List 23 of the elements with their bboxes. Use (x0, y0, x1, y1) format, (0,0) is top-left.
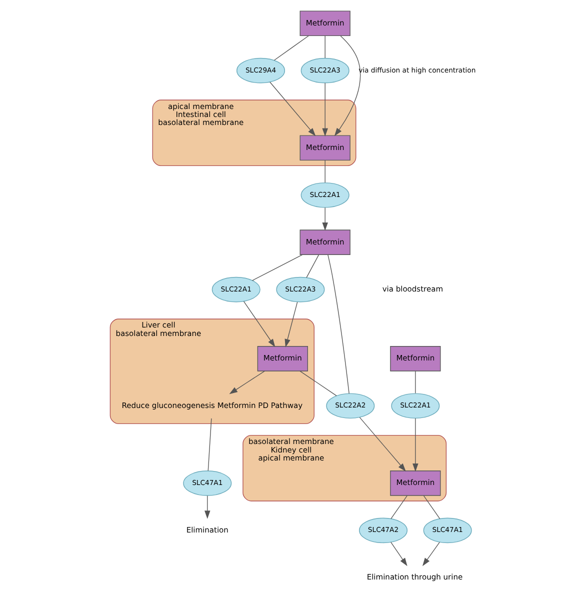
connector (300, 370, 337, 396)
connector (274, 36, 309, 61)
connector (328, 254, 350, 394)
arrow (243, 301, 276, 348)
connector (390, 495, 408, 520)
arrow (229, 370, 266, 394)
connector (306, 254, 320, 278)
connector (252, 254, 303, 281)
connector (423, 495, 440, 520)
arrow (204, 495, 210, 519)
connector (324, 36, 326, 58)
arrow (390, 542, 408, 566)
arrow (284, 302, 298, 348)
arrow (412, 418, 418, 472)
arrow (334, 36, 361, 136)
connector (415, 370, 416, 394)
connector (324, 160, 326, 183)
arrow (322, 207, 328, 231)
arrow (322, 82, 328, 136)
connector (208, 418, 212, 472)
arrow (270, 82, 316, 136)
arrow (422, 542, 440, 566)
arrow (359, 417, 406, 472)
